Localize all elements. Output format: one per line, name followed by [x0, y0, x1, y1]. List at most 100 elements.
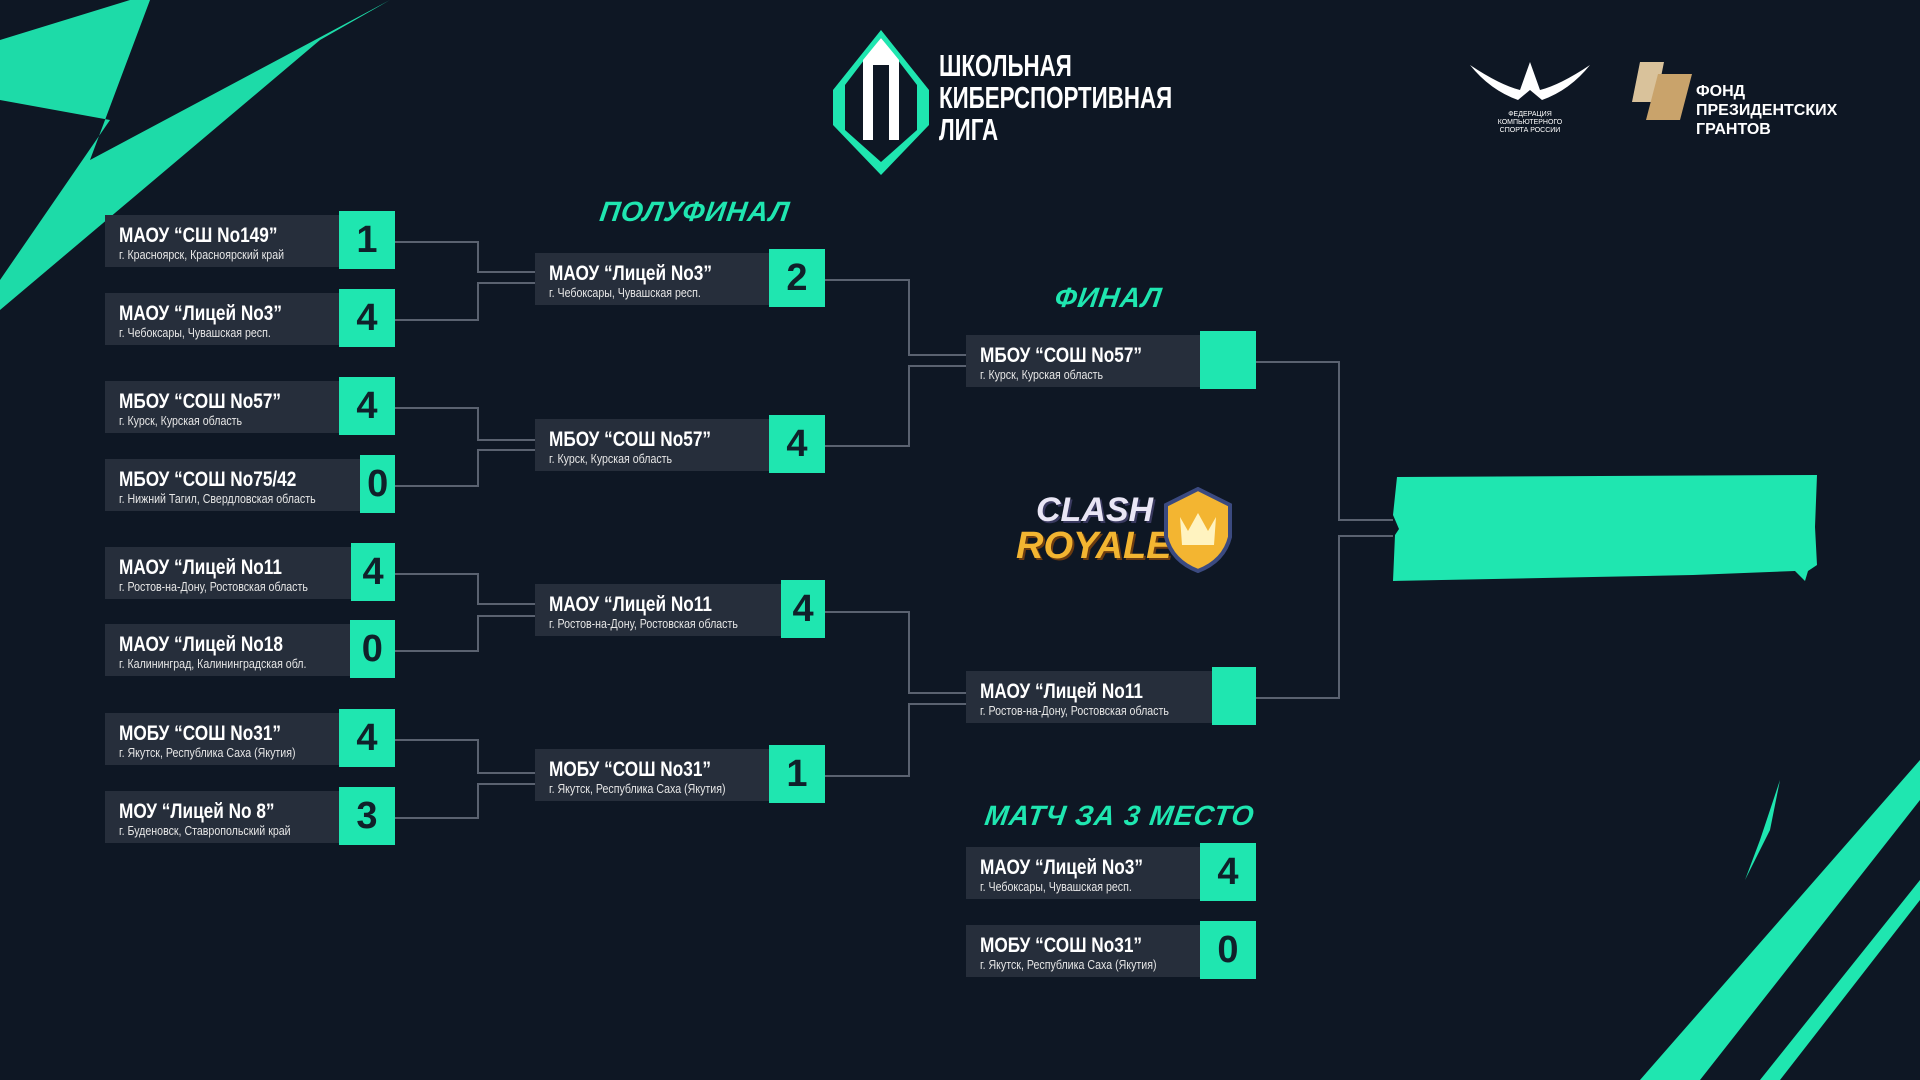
team-name: МАОУ “Лицей No11 — [980, 680, 1143, 703]
team-name: МОУ “Лицей No 8” — [119, 800, 275, 823]
team-score: 4 — [351, 543, 395, 601]
team-name: МОБУ “СОШ No31” — [119, 722, 282, 745]
team-city: г. Чебоксары, Чувашская респ. — [549, 286, 701, 300]
fund-line3: ГРАНТОВ — [1696, 121, 1771, 138]
third-place-title: МАТЧ ЗА 3 МЕСТО — [982, 800, 1257, 831]
semifinal-title: ПОЛУФИНАЛ — [597, 196, 792, 227]
league-name-line1: ШКОЛЬНАЯ — [939, 48, 1072, 83]
team-city: г. Нижний Тагил, Свердловская область — [119, 492, 316, 506]
team-city: г. Красноярск, Красноярский край — [119, 248, 285, 262]
team-city: г. Ростов-на-Дону, Ростовская область — [549, 617, 738, 631]
wings-icon — [1470, 62, 1590, 100]
team-name: МБОУ “СОШ No57” — [119, 390, 282, 413]
team-city: г. Курск, Курская область — [119, 414, 243, 428]
team-name: МАОУ “Лицей No3” — [549, 262, 712, 285]
team-info: МАОУ “СШ No149” г. Красноярск, Красноярс… — [105, 215, 339, 267]
team-name: МАОУ “Лицей No3” — [980, 856, 1143, 879]
final-title: ФИНАЛ — [1052, 282, 1165, 313]
team-city: г. Якутск, Республика Саха (Якутия) — [549, 782, 726, 796]
team-score: 4 — [781, 580, 825, 638]
team-info: МОУ “Лицей No 8” г. Буденовск, Ставропол… — [105, 791, 339, 843]
federation-name: ФЕДЕРАЦИЯ КОМПЬЮТЕРНОГО СПОРТА РОССИИ — [1497, 111, 1563, 134]
team-city: г. Чебоксары, Чувашская респ. — [119, 326, 271, 340]
team-score: 1 — [339, 211, 395, 269]
third-place-match-card: МАОУ “Лицей No3” г. Чебоксары, Чувашская… — [966, 843, 1256, 901]
league-shield-icon — [833, 30, 929, 175]
team-info: МАОУ “Лицей No3” г. Чебоксары, Чувашская… — [966, 847, 1200, 899]
team-name: МАОУ “Лицей No11 — [119, 556, 282, 579]
team-info: МБОУ “СОШ No57” г. Курск, Курская област… — [105, 381, 339, 433]
team-city: г. Курск, Курская область — [549, 452, 673, 466]
final-match-card: МБОУ “СОШ No57” г. Курск, Курская област… — [966, 331, 1256, 389]
team-score — [1212, 667, 1256, 725]
team-city: г. Буденовск, Ставропольский край — [119, 824, 291, 838]
team-info: МОБУ “СОШ No31” г. Якутск, Республика Са… — [966, 925, 1200, 977]
final-match-card: МАОУ “Лицей No11 г. Ростов-на-Дону, Рост… — [966, 667, 1256, 725]
round1-match-card: МАОУ “Лицей No3” г. Чебоксары, Чувашская… — [105, 289, 395, 347]
round1-match-card: МБОУ “СОШ No75/42 г. Нижний Тагил, Сверд… — [105, 455, 395, 513]
fund-emblem-icon — [1632, 62, 1692, 120]
team-info: МБОУ “СОШ No57” г. Курск, Курская област… — [535, 419, 769, 471]
team-score: 4 — [339, 289, 395, 347]
team-score: 0 — [349, 620, 395, 678]
team-score: 4 — [339, 709, 395, 767]
team-score — [1200, 331, 1256, 389]
team-score: 4 — [769, 415, 825, 473]
team-city: г. Чебоксары, Чувашская респ. — [980, 880, 1132, 894]
team-info: МАОУ “Лицей No3” г. Чебоксары, Чувашская… — [105, 293, 339, 345]
team-city: г. Курск, Курская область — [980, 368, 1104, 382]
team-score: 2 — [769, 249, 825, 307]
team-score: 3 — [339, 787, 395, 845]
team-name: МБОУ “СОШ No57” — [549, 428, 712, 451]
semifinal-match-card: МОБУ “СОШ No31” г. Якутск, Республика Са… — [535, 745, 825, 803]
team-info: МБОУ “СОШ No57” г. Курск, Курская област… — [966, 335, 1200, 387]
round1-match-card: МАОУ “Лицей No11 г. Ростов-на-Дону, Рост… — [105, 543, 395, 601]
game-logo-line1: CLASH — [1036, 491, 1154, 529]
team-name: МОБУ “СОШ No31” — [980, 934, 1143, 957]
team-score: 4 — [1200, 843, 1256, 901]
round1-match-card: МОБУ “СОШ No31” г. Якутск, Республика Са… — [105, 709, 395, 767]
league-logo: ШКОЛЬНАЯ КИБЕРСПОРТИВНАЯ ЛИГА — [833, 30, 1172, 175]
league-name-line2: КИБЕРСПОРТИВНАЯ — [939, 80, 1173, 115]
team-info: МАОУ “Лицей No3” г. Чебоксары, Чувашская… — [535, 253, 769, 305]
round1-match-card: МБОУ “СОШ No57” г. Курск, Курская област… — [105, 377, 395, 435]
team-info: МАОУ “Лицей No11 г. Ростов-на-Дону, Рост… — [966, 671, 1213, 723]
team-name: МАОУ “Лицей No3” — [119, 302, 282, 325]
team-city: г. Якутск, Республика Саха (Якутия) — [980, 958, 1157, 972]
crown-shield-icon — [1164, 487, 1232, 573]
team-info: МАОУ “Лицей No18 г. Калининград, Калинин… — [105, 624, 350, 676]
team-name: МБОУ “СОШ No57” — [980, 344, 1143, 367]
team-score: 4 — [339, 377, 395, 435]
team-name: МОБУ “СОШ No31” — [549, 758, 712, 781]
team-name: МАОУ “СШ No149” — [119, 224, 278, 247]
round1-match-card: МОУ “Лицей No 8” г. Буденовск, Ставропол… — [105, 787, 395, 845]
team-info: МАОУ “Лицей No11 г. Ростов-на-Дону, Рост… — [535, 584, 782, 636]
fund-logo: ФОНД ПРЕЗИДЕНТСКИХ ГРАНТОВ — [1628, 62, 1858, 142]
winner-box — [1393, 475, 1817, 581]
third-place-match-card: МОБУ “СОШ No31” г. Якутск, Республика Са… — [966, 921, 1256, 979]
round1-match-card: МАОУ “СШ No149” г. Красноярск, Красноярс… — [105, 211, 395, 269]
round1-match-card: МАОУ “Лицей No18 г. Калининград, Калинин… — [105, 620, 395, 678]
league-name-line3: ЛИГА — [939, 112, 999, 147]
team-city: г. Ростов-на-Дону, Ростовская область — [119, 580, 308, 594]
team-score: 0 — [1200, 921, 1256, 979]
team-score: 0 — [360, 455, 395, 513]
team-name: МБОУ “СОШ No75/42 — [119, 468, 297, 491]
team-score: 1 — [769, 745, 825, 803]
semifinal-match-card: МАОУ “Лицей No3” г. Чебоксары, Чувашская… — [535, 249, 825, 307]
team-city: г. Якутск, Республика Саха (Якутия) — [119, 746, 296, 760]
game-logo-line2: ROYALE — [1016, 525, 1172, 567]
team-info: МОБУ “СОШ No31” г. Якутск, Республика Са… — [535, 749, 769, 801]
semifinal-match-card: МАОУ “Лицей No11 г. Ростов-на-Дону, Рост… — [535, 580, 825, 638]
team-info: МАОУ “Лицей No11 г. Ростов-на-Дону, Рост… — [105, 547, 352, 599]
fund-line1: ФОНД — [1696, 83, 1746, 100]
team-city: г. Калининград, Калининградская обл. — [119, 657, 307, 671]
team-info: МОБУ “СОШ No31” г. Якутск, Республика Са… — [105, 713, 339, 765]
semifinal-match-card: МБОУ “СОШ No57” г. Курск, Курская област… — [535, 415, 825, 473]
clash-royale-logo: CLASH ROYALE — [1016, 487, 1232, 577]
team-city: г. Ростов-на-Дону, Ростовская область — [980, 704, 1169, 718]
team-name: МАОУ “Лицей No11 — [549, 593, 712, 616]
team-name: МАОУ “Лицей No18 — [119, 633, 283, 656]
